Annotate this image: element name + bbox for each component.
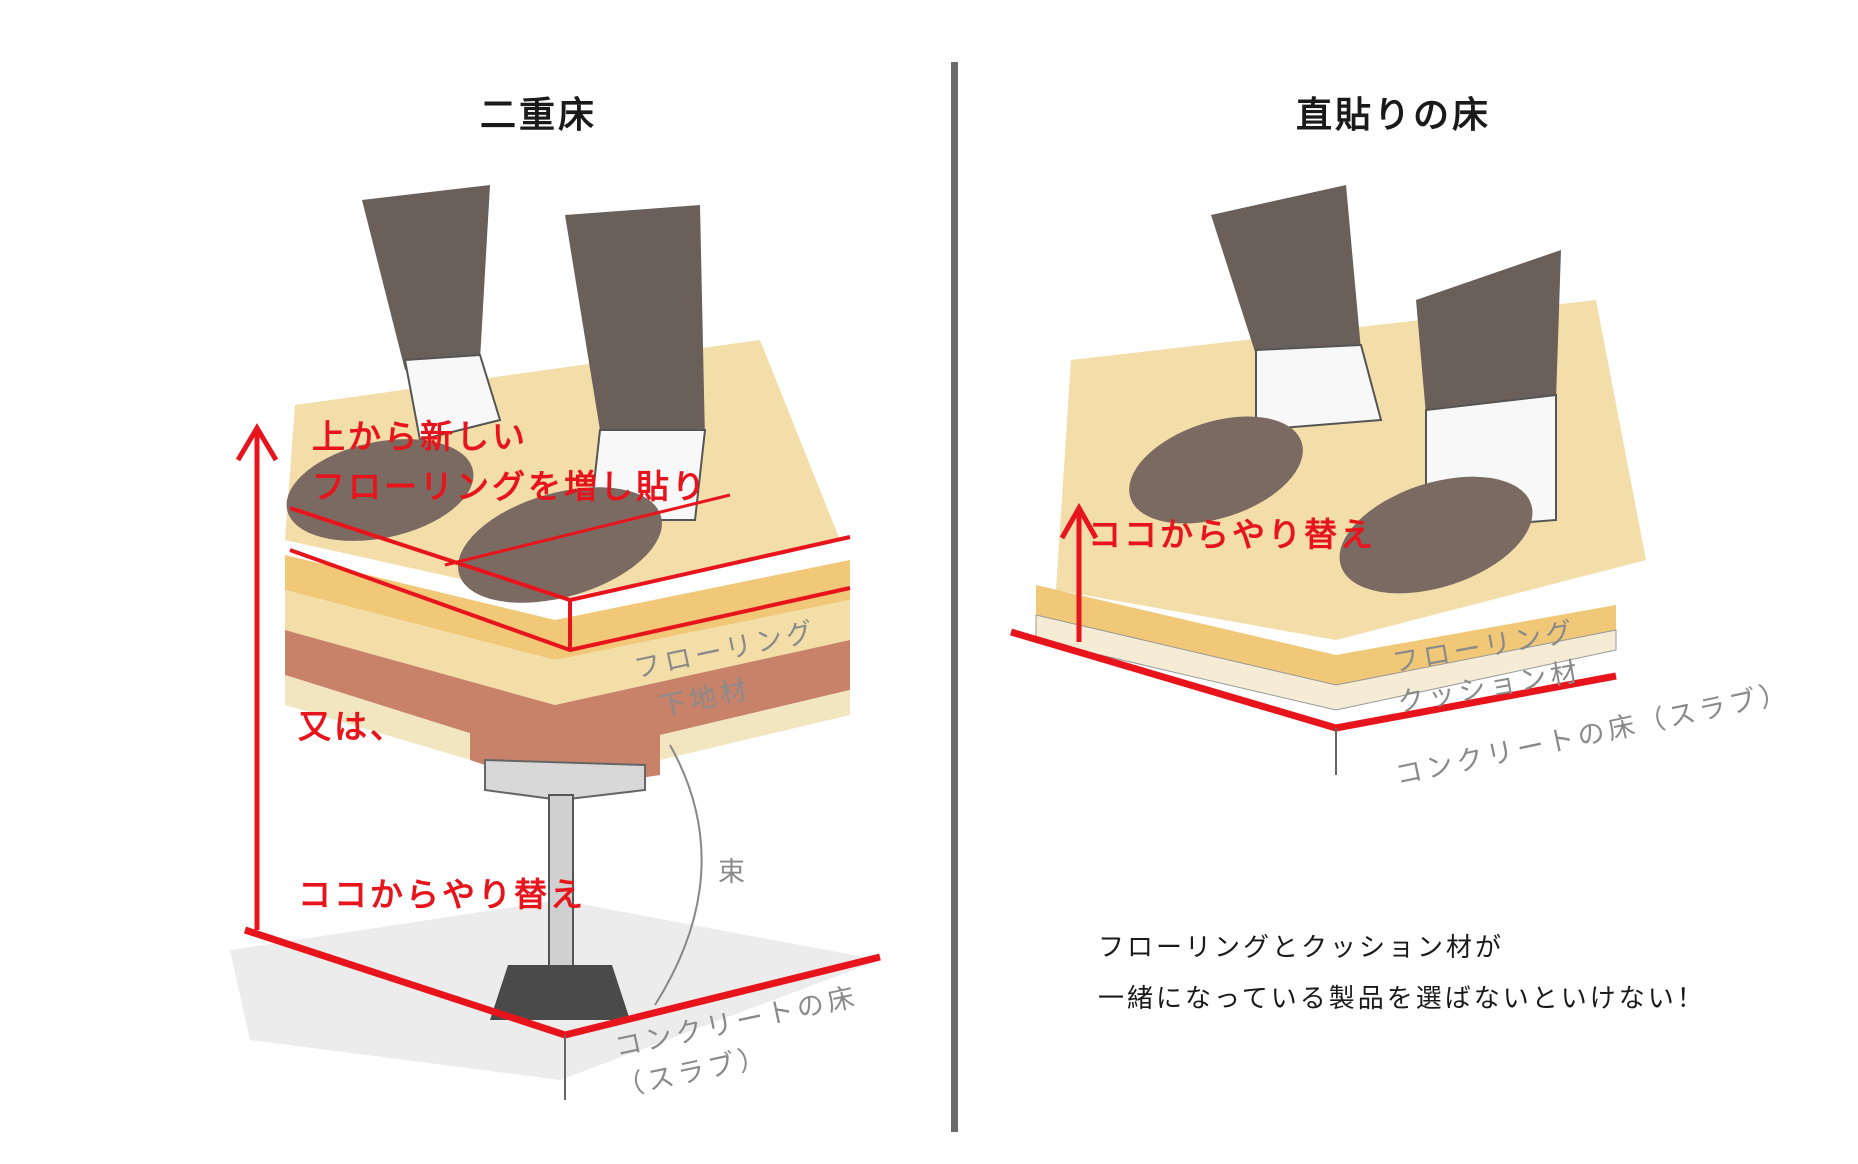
direct-floor-illustration [1010,185,1646,775]
double-floor-illustration [230,185,881,1100]
left-sock [403,353,502,442]
overlay-flooring-label-line2: フローリングを増し貼り [312,467,708,506]
post-base [490,965,630,1020]
replace-from-here-label: ココからやり替え [1088,515,1376,554]
right-slipper [458,487,662,603]
panel-divider [951,62,958,1132]
post-label: 束 [718,857,749,888]
direct-floor-title: 直貼りの床 [1296,95,1492,136]
replace-from-here-label: ココからやり替え [298,875,586,914]
or-label: 又は、 [298,707,406,746]
note-line-2: 一緒になっている製品を選ばないといけない！ [1098,984,1706,1014]
floor-top-layer [285,555,850,660]
new-flooring-outline-back [444,493,731,567]
up-arrow-head [235,423,279,462]
overlay-flooring-label-line1: 上から新しい [312,417,528,456]
floor-post [548,794,574,971]
flooring-layer [1036,585,1616,685]
right-leg-pants [1416,250,1561,415]
left-leg-pants [1211,185,1361,355]
note-line-1: フローリングとクッション材が [1098,933,1505,963]
left-leg-pants [362,185,490,370]
right-leg-pants [565,205,705,440]
post-head [484,758,646,802]
left-slipper [1129,416,1303,524]
direct-floor-panel: 直貼りの床 ココからやり替え フローリング クッション材 コンクリートの床（スラ… [956,0,1858,1164]
left-sock [1255,343,1383,432]
floor-flooring-layer [285,590,850,705]
right-slipper [1339,476,1533,594]
double-floor-panel: 二重床 上から新しい フローリングを増し貼り 又は、 ココからやり替え フローリ… [230,95,881,1104]
post-leader-line [654,744,703,1006]
double-floor-title: 二重床 [480,95,598,136]
up-arrow-head [1059,502,1099,540]
left-slipper [286,439,474,541]
